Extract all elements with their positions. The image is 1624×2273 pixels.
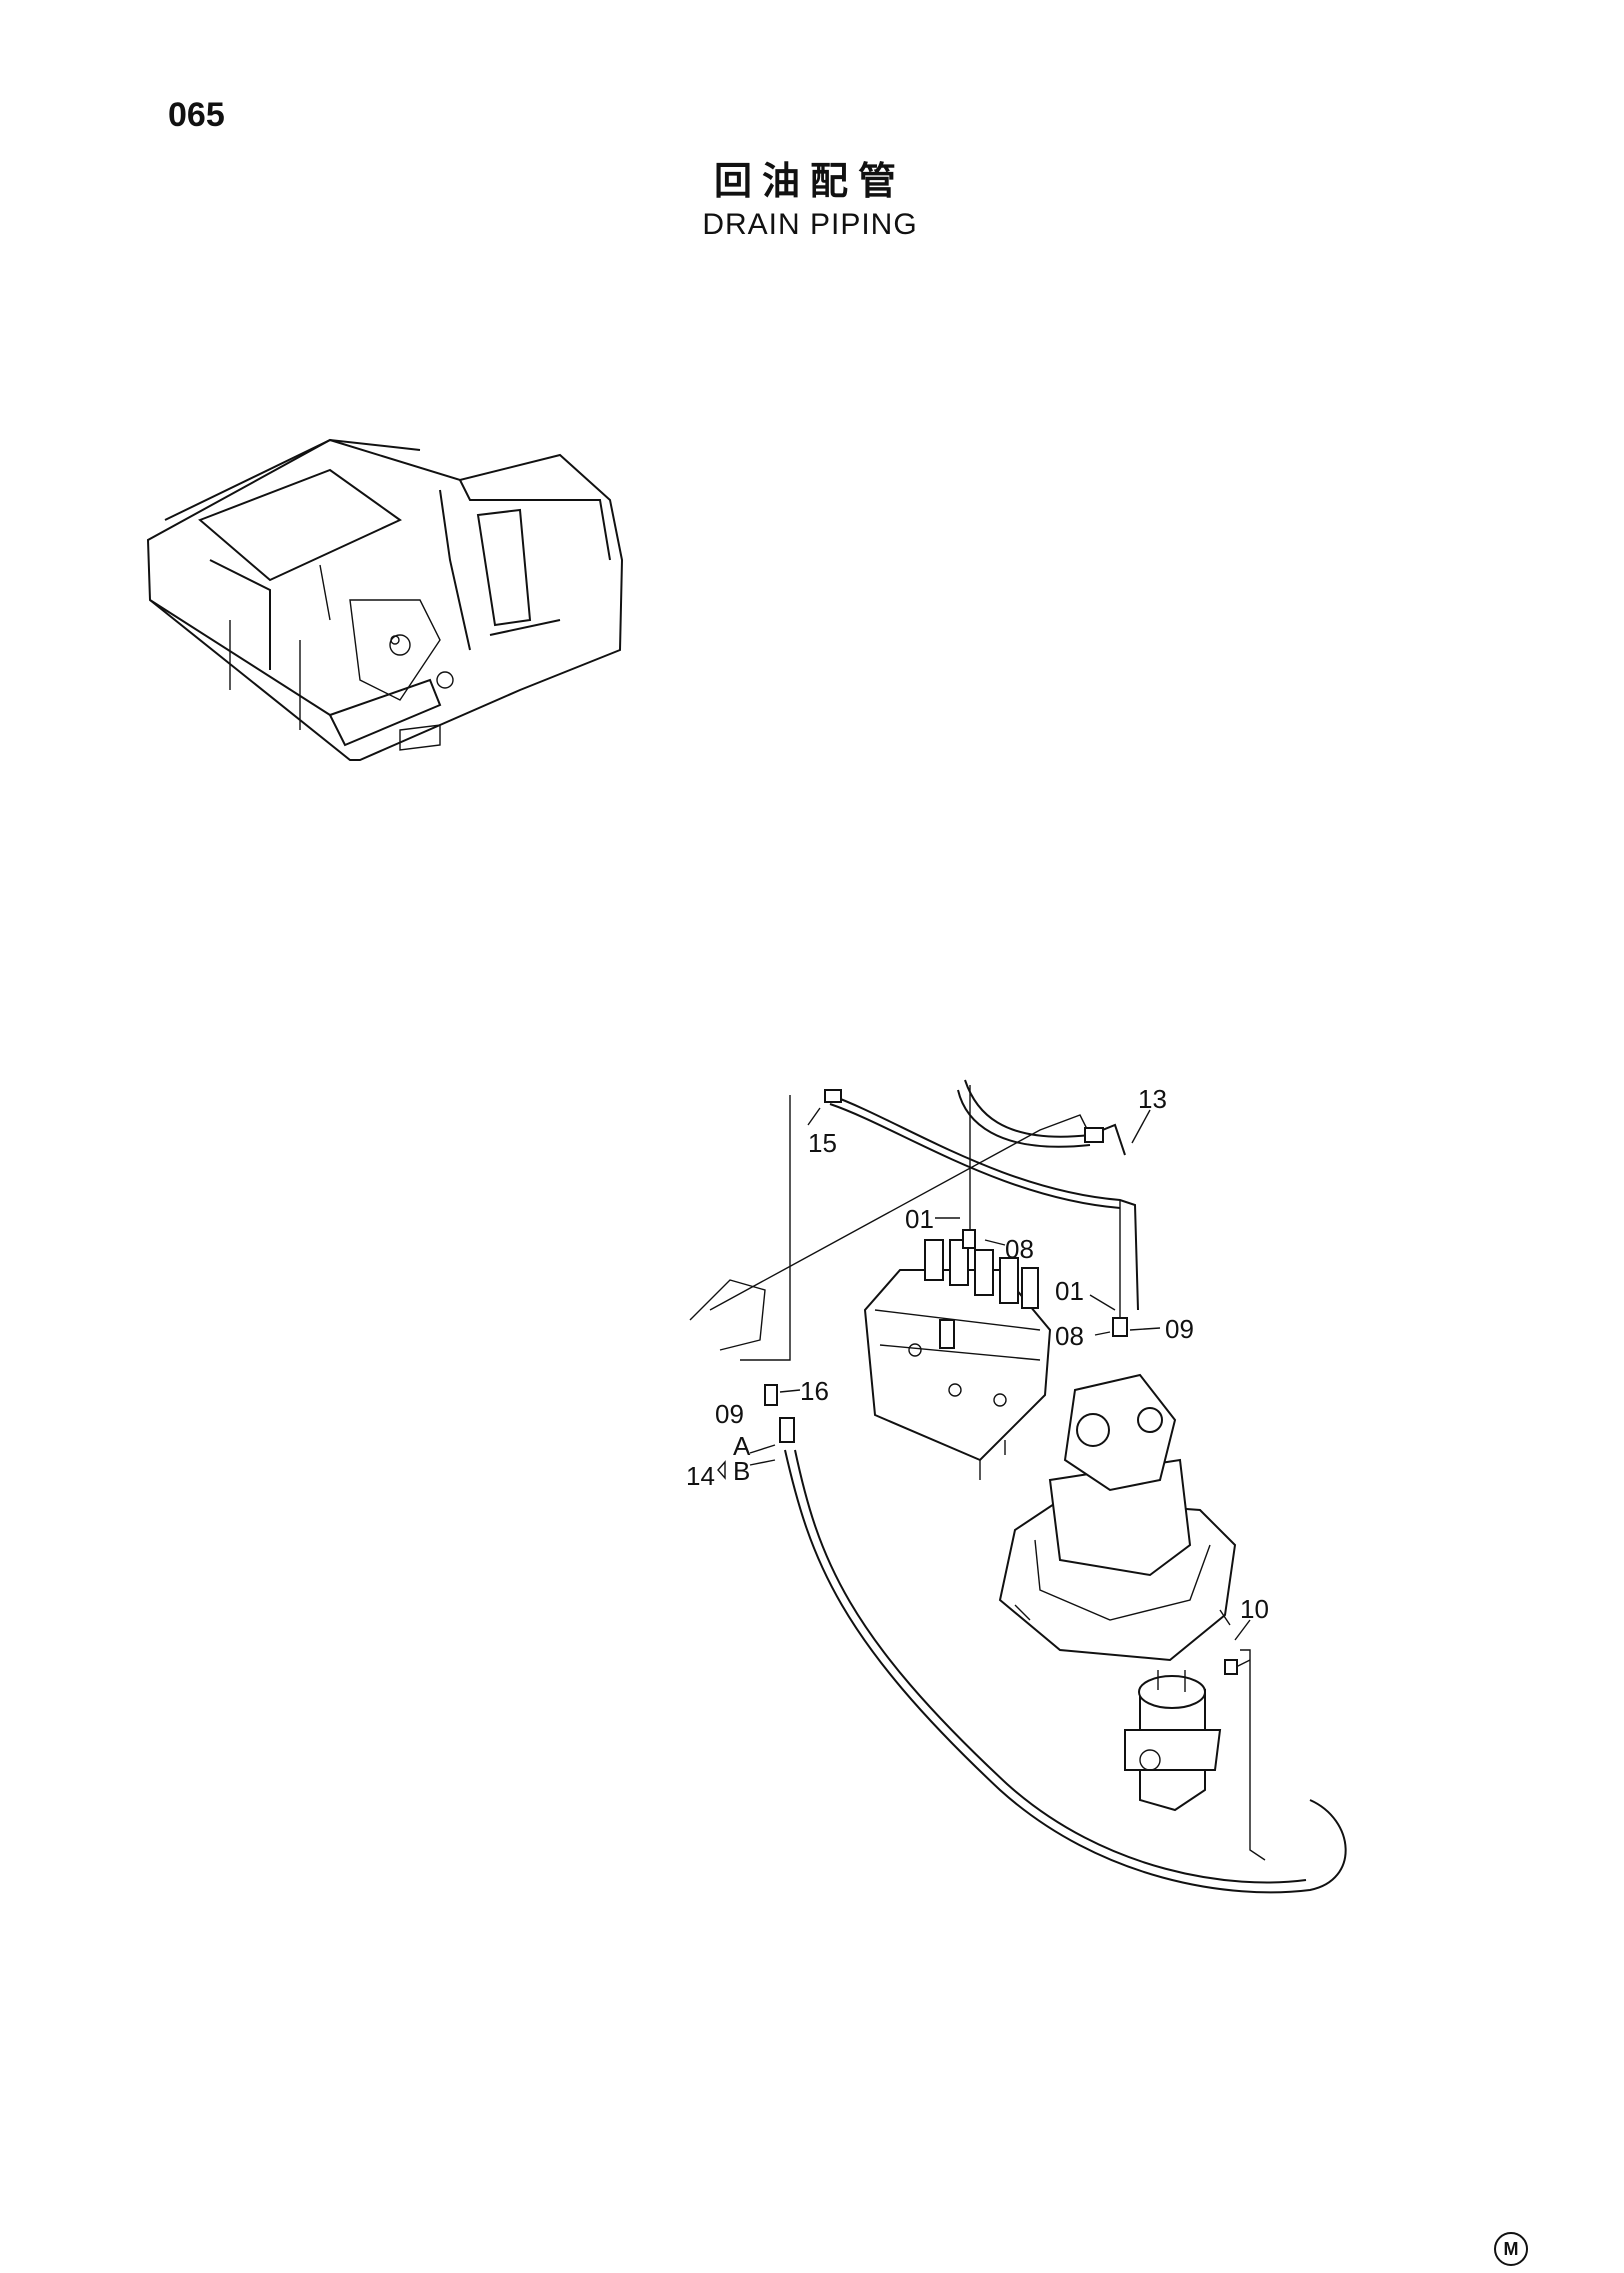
callout-09-left: 09 [715,1399,744,1429]
excavator-upper-structure-icon [146,438,624,761]
callout-15: 15 [808,1128,837,1158]
callout-10: 10 [1240,1594,1269,1624]
page-title-cn: 回油配管 [713,159,906,203]
callout-b: B [733,1456,750,1486]
callout-01-right: 01 [1055,1276,1084,1306]
callout-14: 14 [686,1461,715,1491]
fittings [764,1089,1238,1675]
page-title-en: DRAIN PIPING [702,208,918,241]
swing-motor-icon [998,1373,1237,1662]
page-number: 065 [168,96,225,134]
callout-01-upper: 01 [905,1204,934,1234]
callout-16: 16 [800,1376,829,1406]
callout-09-right: 09 [1165,1314,1194,1344]
callout-08-right: 08 [1055,1321,1084,1351]
callout-a: A [733,1431,751,1461]
leader-lines [717,1107,1251,1641]
callout-13: 13 [1138,1084,1167,1114]
callout-08-upper: 08 [1005,1234,1034,1264]
drain-pipe-lines [689,1079,1347,1894]
center-joint-icon [1124,1670,1222,1812]
manufacturer-mark: M [1494,2232,1528,2266]
control-valve-icon [863,1239,1052,1480]
